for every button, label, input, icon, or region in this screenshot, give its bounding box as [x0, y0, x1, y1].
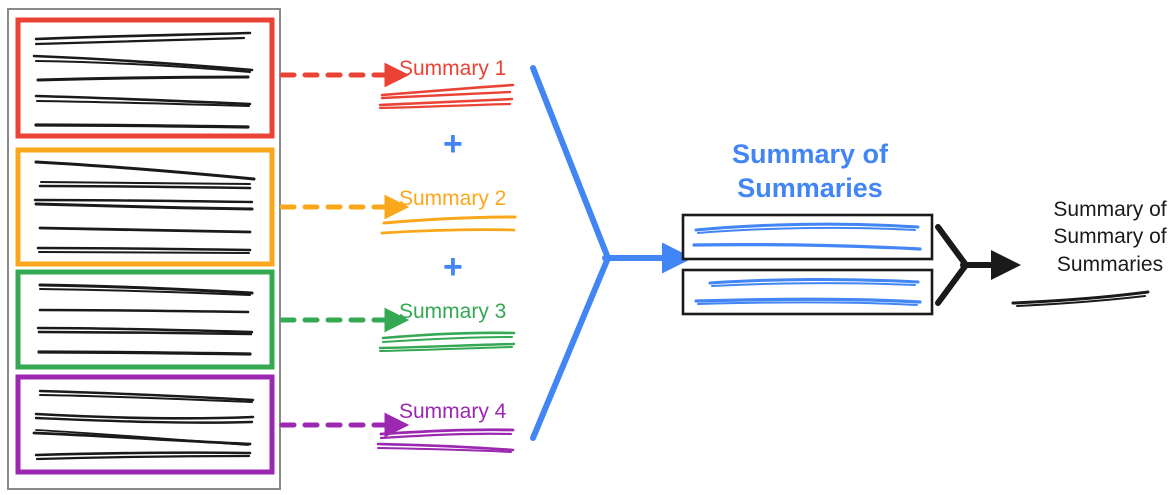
- summary-4-lines: [376, 428, 515, 453]
- summary-2-lines: [380, 215, 517, 235]
- sos-box-1-lines: [692, 222, 922, 251]
- plus-operator-2: +: [443, 248, 463, 286]
- document-group-2[interactable]: [15, 147, 410, 267]
- sos-box-1[interactable]: [681, 213, 934, 261]
- summary-4-label: Summary 4: [399, 400, 507, 423]
- corpus-outer-box: [7, 8, 281, 490]
- blue-merge-arrow: [530, 65, 693, 441]
- summary-3-label: Summary 3: [399, 300, 507, 323]
- group-1-text-lines: [32, 31, 254, 129]
- plus-operator-1: +: [443, 125, 463, 163]
- blue-arrow-top-branch: [530, 65, 611, 261]
- document-group-4[interactable]: [15, 374, 410, 475]
- final-output-title: Summary of Summary of Summaries: [1053, 198, 1167, 276]
- document-group-3[interactable]: [15, 269, 410, 370]
- blue-arrow-bottom-branch: [530, 255, 611, 441]
- sos-box-2[interactable]: [681, 268, 934, 316]
- group-2-text-lines: [33, 160, 256, 254]
- sos-box-2-lines: [694, 277, 922, 306]
- summary-2-label: Summary 2: [399, 187, 507, 210]
- summary-of-summaries-title: Summary of Summaries: [731, 139, 889, 203]
- summary-1-label: Summary 1: [399, 57, 507, 80]
- summary-1-lines: [378, 83, 515, 110]
- document-group-1[interactable]: [15, 17, 410, 139]
- black-merge-arrow: [935, 224, 1021, 306]
- group-4-text-lines: [32, 389, 255, 461]
- final-output-line: [1011, 290, 1150, 307]
- group-3-text-lines: [36, 283, 254, 356]
- summary-3-lines: [378, 331, 516, 352]
- black-arrow-bottom-branch: [935, 262, 969, 306]
- black-arrow-top-branch: [935, 224, 969, 268]
